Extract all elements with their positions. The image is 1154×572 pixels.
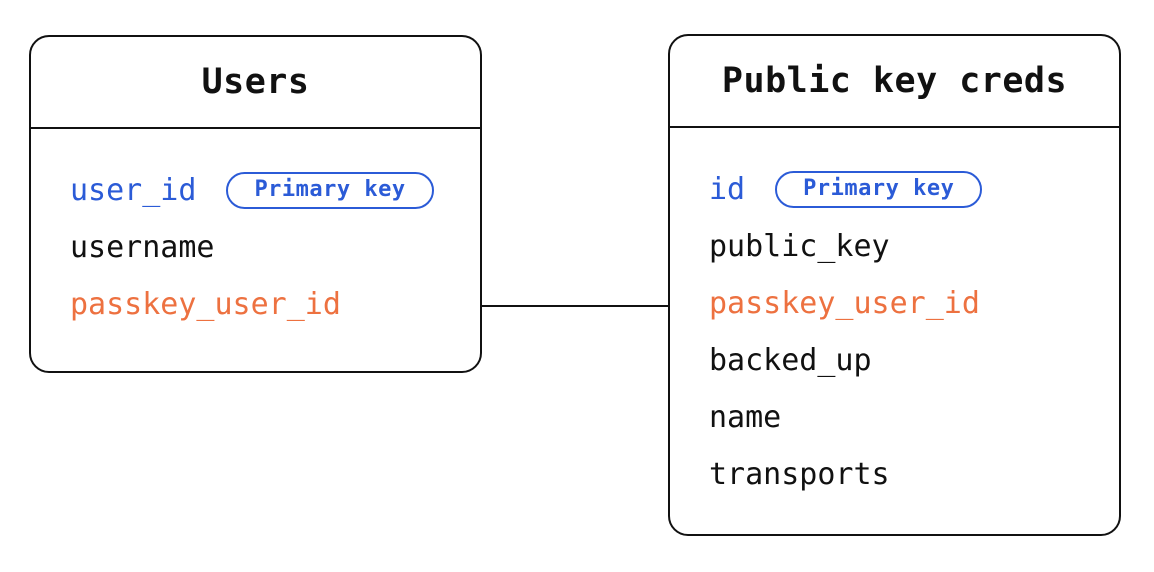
field-name-backed-up: backed_up: [709, 343, 872, 378]
field-name-public-key: public_key: [709, 229, 890, 264]
field-row-transports: transports: [709, 446, 1099, 503]
field-row-user-id: user_id Primary key: [70, 162, 460, 219]
field-row-passkey-user-id: passkey_user_id: [70, 276, 460, 333]
field-name-user-id: user_id: [70, 173, 197, 208]
relation-line: [482, 305, 668, 307]
primary-key-badge: Primary key: [226, 172, 434, 209]
field-name-username: username: [70, 230, 215, 265]
field-row-passkey-user-id: passkey_user_id: [709, 275, 1099, 332]
table-users: Users user_id Primary key username passk…: [29, 35, 482, 373]
table-users-fields: user_id Primary key username passkey_use…: [31, 129, 480, 333]
primary-key-badge: Primary key: [775, 171, 983, 208]
table-users-title: Users: [31, 37, 480, 129]
field-row-public-key: public_key: [709, 218, 1099, 275]
field-name-transports: transports: [709, 457, 890, 492]
table-public-key-creds-fields: id Primary key public_key passkey_user_i…: [670, 128, 1119, 503]
field-row-name: name: [709, 389, 1099, 446]
field-name-id: id: [709, 172, 746, 207]
field-name-name: name: [709, 400, 782, 435]
field-row-backed-up: backed_up: [709, 332, 1099, 389]
table-public-key-creds-title: Public key creds: [670, 36, 1119, 128]
field-row-username: username: [70, 219, 460, 276]
field-name-passkey-user-id: passkey_user_id: [70, 287, 341, 322]
field-row-id: id Primary key: [709, 161, 1099, 218]
table-public-key-creds: Public key creds id Primary key public_k…: [668, 34, 1121, 536]
field-name-passkey-user-id: passkey_user_id: [709, 286, 980, 321]
